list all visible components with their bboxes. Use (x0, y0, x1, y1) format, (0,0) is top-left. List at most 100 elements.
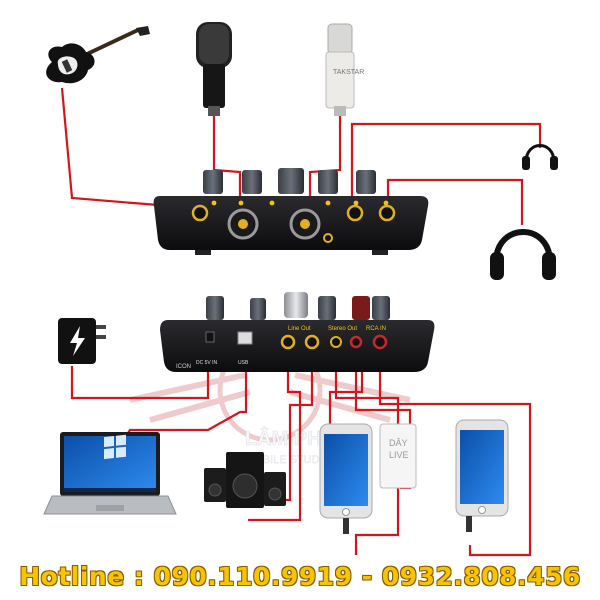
headphone-2 (490, 229, 556, 280)
dynamic-mic-body (203, 64, 225, 108)
right-speaker-cone (268, 487, 282, 501)
windows-logo (116, 434, 126, 446)
stereo-out-label: Stereo Out (328, 326, 357, 332)
dynamic-mic (196, 22, 232, 116)
headphone-2-cable (386, 178, 524, 225)
condenser-mic-head (327, 23, 353, 55)
back-knob-2 (250, 298, 266, 320)
back-knobs (206, 292, 390, 320)
front-marker (269, 200, 275, 206)
watermark-subtitle: MOBILE STUDIO (245, 454, 332, 466)
left-speaker-cone (208, 483, 222, 497)
back-knob-5 (352, 296, 370, 320)
knob-1 (203, 170, 223, 194)
knob-2 (242, 170, 262, 194)
condenser-mic-connector (334, 106, 346, 116)
phone-2-screen (460, 430, 504, 504)
phone-1-home-button (342, 508, 350, 516)
guitar-pickup (61, 59, 73, 73)
laptop (43, 432, 177, 515)
phone-1-plug (343, 518, 349, 534)
rca-in-label: RCA IN (366, 326, 386, 332)
front-marker (325, 200, 331, 206)
stereo-out-port-1 (330, 336, 342, 348)
power-adapter (58, 318, 106, 364)
guitar-cable (60, 87, 159, 207)
headphone-1-left-cup (522, 156, 530, 170)
back-knob-6 (372, 296, 390, 320)
live-cable-box (379, 423, 417, 489)
windows-logo (104, 448, 114, 460)
front-marker (211, 200, 217, 206)
laptop-taskbar (64, 488, 156, 492)
condenser-mic-body (325, 51, 355, 109)
sound-card-front (153, 168, 429, 255)
lightning-icon (70, 326, 85, 356)
dc-in-port (205, 331, 215, 343)
front-foot-right (372, 250, 388, 255)
windows-logo (104, 436, 114, 448)
rca-in-phone-cable (378, 345, 532, 557)
condenser-mic: TAKSTAR (325, 23, 364, 116)
dynamic-mic-connector (208, 106, 220, 116)
line-out-speaker-cable (248, 345, 302, 522)
back-knob-1 (206, 296, 224, 320)
headphone-1-cable (350, 122, 542, 205)
headphone-2-right-cup (542, 252, 556, 280)
headphone-1-right-cup (550, 156, 558, 170)
subwoofer-cone (232, 473, 258, 499)
live-cable: DÂY LIVE (379, 423, 417, 489)
line-out-right-port (304, 334, 320, 350)
line-out-label: Line Out (288, 326, 311, 332)
headphone-out-2 (378, 204, 396, 222)
front-marker (353, 200, 359, 206)
headphone-2-left-cup (490, 252, 504, 280)
knob-3 (278, 168, 304, 194)
input-1-jack (191, 204, 209, 222)
adapter-prong (96, 335, 106, 339)
brand-label: ICON (176, 364, 191, 370)
phone-2 (455, 419, 509, 532)
top-cables (60, 87, 542, 225)
watermark-emblem-lines (129, 372, 411, 423)
usb-port (237, 331, 253, 345)
usb-label: USB (238, 360, 249, 366)
condenser-mic-brand: TAKSTAR (333, 69, 364, 76)
line-out-left-port (280, 334, 296, 350)
back-knob-3 (284, 292, 308, 318)
stereo-out-port-2 (349, 335, 363, 349)
front-knobs (203, 168, 376, 194)
front-marker (238, 200, 244, 206)
headphone-2-band (493, 229, 553, 263)
back-panel (160, 320, 435, 372)
hotline-text: Hotline : 090.110.9919 - 0932.808.456 (19, 562, 581, 591)
dynamic-mic-grill (199, 24, 229, 64)
live-cable-label-2: LIVE (389, 450, 409, 460)
sound-card-back: DC 5V IN USB Line Out Stereo Out RCA IN … (160, 292, 435, 372)
guitar (46, 26, 150, 84)
knob-4 (318, 170, 338, 194)
speakers (204, 452, 286, 508)
front-markers (211, 200, 389, 206)
adapter-prong (96, 325, 106, 329)
laptop-touchpad (96, 505, 124, 511)
input-2-jack (323, 233, 333, 243)
knob-5 (356, 170, 376, 194)
headphone-1 (522, 144, 558, 170)
input-2-xlr-center (300, 219, 310, 229)
back-knob-4 (318, 296, 336, 320)
front-foot-left (195, 250, 211, 255)
dc-in-label: DC 5V IN (196, 360, 218, 366)
headphone-out-1 (346, 204, 364, 222)
phone-2-home-button (478, 506, 486, 514)
rca-in-port (372, 334, 388, 350)
front-marker (383, 200, 389, 206)
phone-1-screen (324, 434, 368, 506)
live-cable-label-1: DÂY (389, 438, 408, 448)
dynamic-mic-cable (212, 116, 242, 200)
guitar-neck (84, 28, 139, 57)
windows-logo (116, 446, 126, 458)
phone-2-plug (466, 516, 472, 532)
phone-1 (319, 423, 373, 534)
